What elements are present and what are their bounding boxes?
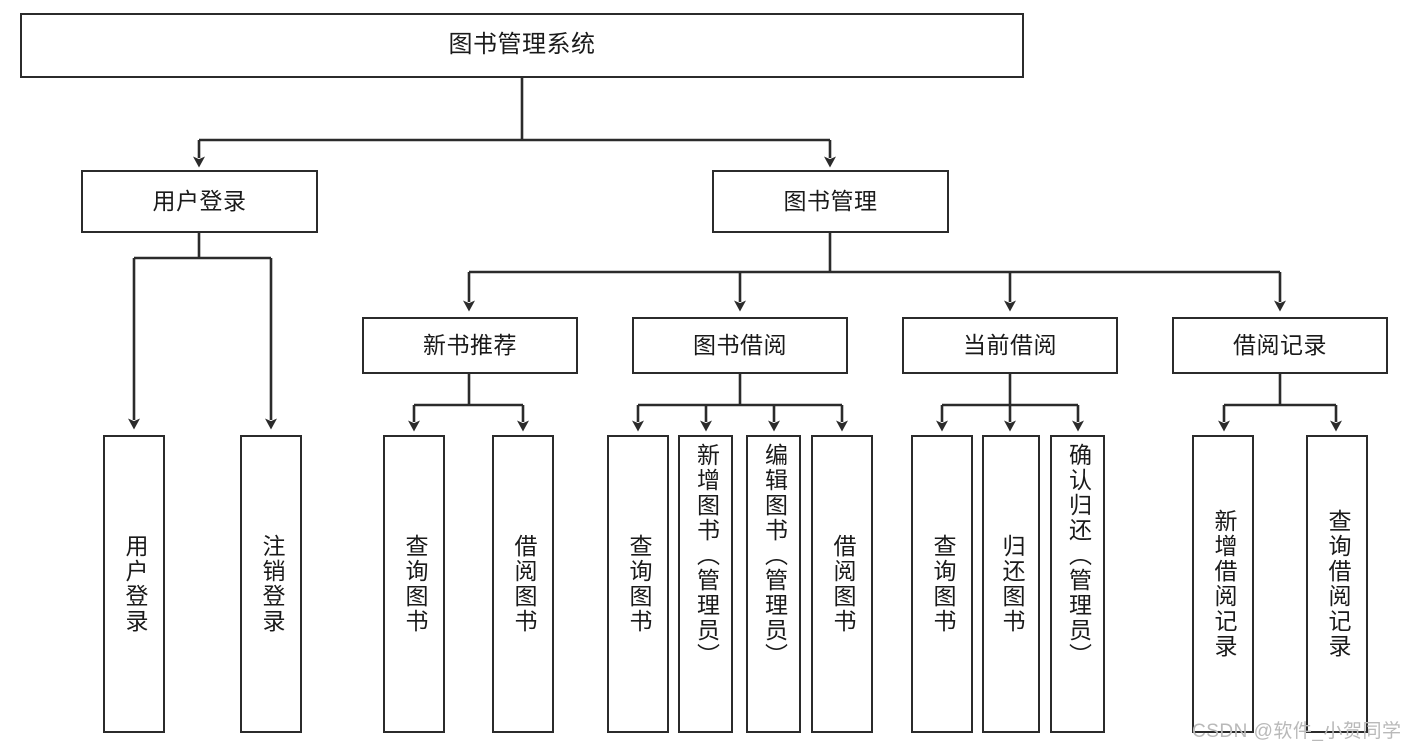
- node-label: 查询图书: [625, 534, 652, 634]
- node-label: 用户登录: [121, 534, 148, 634]
- leaf-return-book[interactable]: 归还图书: [982, 435, 1040, 733]
- node-current-borrow[interactable]: 当前借阅: [902, 317, 1118, 374]
- leaf-query-borrow-record[interactable]: 查询借阅记录: [1306, 435, 1368, 733]
- node-label: 编辑图书（管理员）: [761, 443, 788, 668]
- node-user-login[interactable]: 用户登录: [81, 170, 318, 233]
- leaf-edit-book-admin[interactable]: 编辑图书（管理员）: [746, 435, 801, 733]
- node-label: 图书管理: [783, 187, 878, 214]
- leaf-logout-login[interactable]: 注销登录: [240, 435, 302, 733]
- csdn-watermark: CSDN @软件_小贺同学: [1192, 721, 1402, 742]
- node-label: 归还图书: [998, 534, 1025, 634]
- node-label: 借阅记录: [1233, 331, 1327, 358]
- leaf-query-book-borrow[interactable]: 查询图书: [607, 435, 669, 733]
- node-label: 新增图书（管理员）: [693, 443, 720, 668]
- node-borrow-record[interactable]: 借阅记录: [1172, 317, 1388, 374]
- node-book-management[interactable]: 图书管理: [712, 170, 949, 233]
- leaf-add-borrow-record[interactable]: 新增借阅记录: [1192, 435, 1254, 733]
- node-label: 查询图书: [401, 534, 428, 634]
- node-label: 查询图书: [929, 534, 956, 634]
- leaf-query-book-recommend[interactable]: 查询图书: [383, 435, 445, 733]
- node-label: 用户登录: [152, 187, 247, 214]
- leaf-confirm-return-admin[interactable]: 确认归还（管理员）: [1050, 435, 1105, 733]
- node-label: 借阅图书: [510, 534, 537, 634]
- leaf-query-book-current[interactable]: 查询图书: [911, 435, 973, 733]
- node-label: 注销登录: [258, 534, 285, 634]
- node-label: 借阅图书: [829, 534, 856, 634]
- node-label: 查询借阅记录: [1324, 509, 1351, 659]
- node-label: 当前借阅: [963, 331, 1057, 358]
- node-label: 新增借阅记录: [1210, 509, 1237, 659]
- node-book-borrow[interactable]: 图书借阅: [632, 317, 848, 374]
- node-label: 确认归还（管理员）: [1065, 443, 1092, 668]
- leaf-borrow-book-recommend[interactable]: 借阅图书: [492, 435, 554, 733]
- leaf-add-book-admin[interactable]: 新增图书（管理员）: [678, 435, 733, 733]
- node-book-management-system[interactable]: 图书管理系统: [20, 13, 1024, 78]
- node-label: 图书借阅: [693, 331, 787, 358]
- node-label: 图书管理系统: [448, 31, 596, 59]
- node-new-book-recommend[interactable]: 新书推荐: [362, 317, 578, 374]
- leaf-user-login[interactable]: 用户登录: [103, 435, 165, 733]
- node-label: 新书推荐: [423, 331, 517, 358]
- leaf-borrow-book[interactable]: 借阅图书: [811, 435, 873, 733]
